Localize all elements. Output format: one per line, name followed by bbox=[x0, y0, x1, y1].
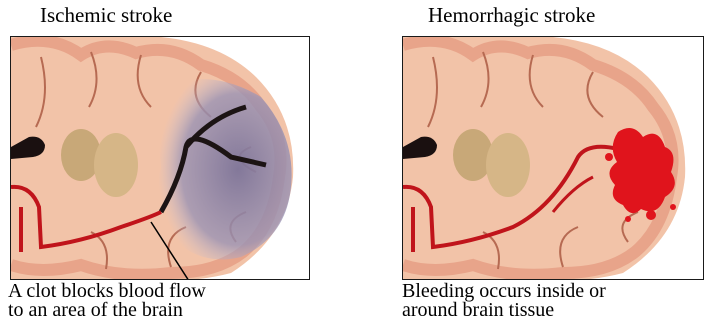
hemorrhagic-caption-line2: around brain tissue bbox=[402, 301, 606, 320]
ischemic-stroke-title: Ischemic stroke bbox=[40, 3, 172, 28]
hemorrhagic-stroke-caption: Bleeding occurs inside or around brain t… bbox=[402, 282, 606, 320]
thalamus bbox=[486, 133, 530, 197]
hemorrhagic-brain-diagram bbox=[403, 37, 704, 280]
ischemic-stroke-illustration bbox=[10, 36, 310, 280]
ischemic-brain-diagram bbox=[11, 37, 310, 280]
hemorrhagic-stroke-illustration bbox=[402, 36, 704, 280]
thalamus bbox=[94, 133, 138, 197]
hemorrhagic-stroke-title: Hemorrhagic stroke bbox=[428, 3, 595, 28]
ischemic-stroke-caption: A clot blocks blood flow to an area of t… bbox=[8, 282, 206, 320]
ischemic-caption-line2: to an area of the brain bbox=[8, 301, 206, 320]
